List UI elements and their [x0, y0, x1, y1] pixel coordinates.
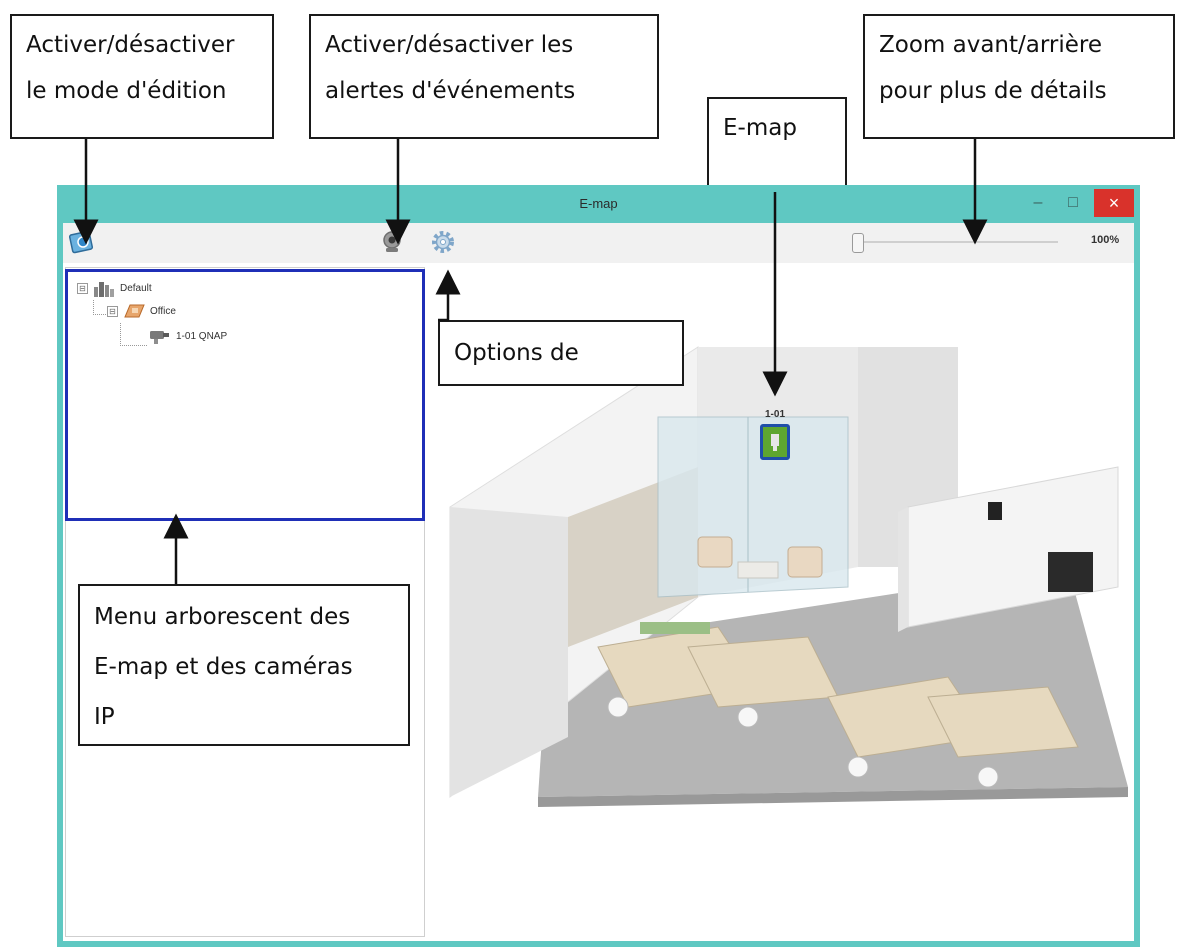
callout-edit-mode: Activer/désactiver le mode d'édition — [10, 14, 274, 139]
tree-item-default[interactable]: ⊟ Default — [77, 279, 152, 297]
arrow-options — [435, 269, 461, 322]
tree-connector — [93, 300, 108, 315]
tree-item-office[interactable]: ⊟ Office — [107, 302, 176, 320]
expander-icon[interactable]: ⊟ — [107, 305, 118, 317]
camera-marker[interactable] — [760, 424, 790, 460]
tree-item-camera[interactable]: 1-01 QNAP — [148, 327, 227, 345]
toolbar: 100% — [63, 223, 1134, 263]
tree-connector — [120, 323, 147, 346]
callout-emap: E-map — [707, 97, 847, 192]
tree-item-label: Office — [150, 305, 176, 317]
callout-options: Options de — [438, 320, 684, 386]
camera-marker-label: 1-01 — [765, 409, 786, 420]
tree-item-label: Default — [120, 282, 152, 294]
zoom-slider-track[interactable] — [858, 241, 1058, 243]
callout-event-alerts: Activer/désactiver les alertes d'événeme… — [309, 14, 659, 139]
expander-icon[interactable]: ⊟ — [77, 282, 88, 294]
building-icon — [92, 279, 116, 297]
tree-highlight-frame — [65, 269, 425, 521]
map-icon — [122, 302, 146, 320]
zoom-slider-thumb[interactable] — [852, 233, 864, 253]
window-title: E-map — [579, 196, 618, 211]
emap-canvas[interactable] — [428, 267, 1131, 937]
office-floorplan-image — [449, 346, 1128, 807]
tree-item-label: 1-01 QNAP — [176, 330, 228, 342]
callout-tree-menu: Menu arborescent des E-map et des caméra… — [78, 584, 410, 746]
close-button[interactable]: × — [1094, 189, 1134, 217]
camera-icon — [148, 327, 172, 345]
gear-icon[interactable] — [430, 229, 456, 255]
maximize-button[interactable]: □ — [1068, 194, 1078, 211]
callout-zoom: Zoom avant/arrière pour plus de détails — [863, 14, 1175, 139]
minimize-button[interactable]: – — [1033, 194, 1043, 211]
zoom-value: 100% — [1091, 234, 1120, 246]
camera-marker-icon — [771, 434, 779, 451]
